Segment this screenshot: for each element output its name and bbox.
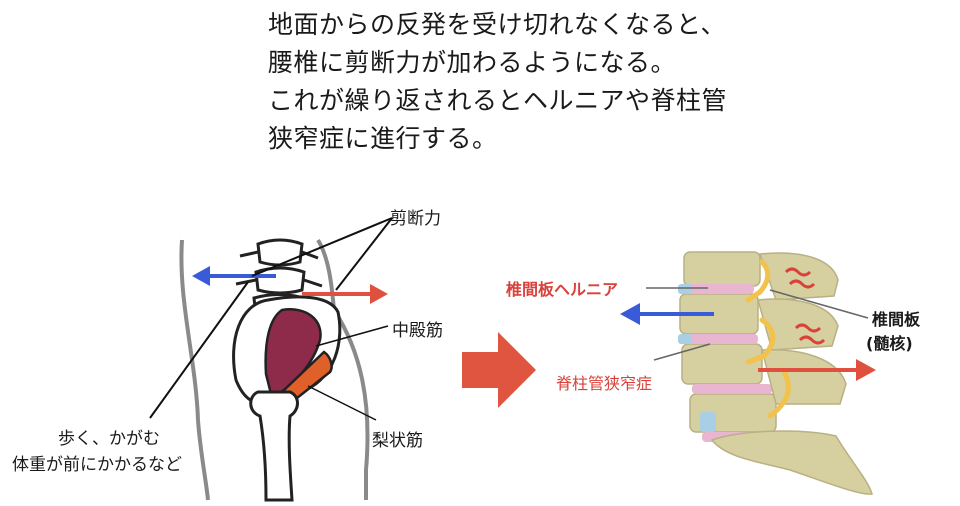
disc — [682, 334, 758, 344]
disc-hernia-label: 椎間板ヘルニア — [506, 280, 619, 299]
progression-arrow-icon — [462, 332, 536, 408]
sacrum — [710, 430, 873, 495]
nerve-root — [767, 369, 791, 419]
spine-illustration — [620, 251, 876, 495]
disc — [692, 384, 772, 394]
piriformis-muscle — [280, 350, 333, 404]
shear-arrow-left-icon — [620, 303, 714, 325]
shear-arrow-left-icon — [192, 266, 276, 286]
piriformis-label: 梨状筋 — [372, 431, 423, 451]
disc — [682, 284, 754, 294]
spinal-stenosis-label: 脊柱管狭窄症 — [556, 374, 653, 393]
cause-label-line2: 体重が前にかかるなど — [12, 455, 182, 475]
nerve-root — [745, 259, 771, 303]
caption-line-2: 腰椎に剪断力が加わるようになる。 — [268, 48, 677, 77]
femur-bone — [249, 390, 299, 502]
cause-label-line1: 歩く、かがむ — [58, 429, 160, 449]
shear-arrow-right-icon — [302, 284, 388, 304]
nucleus-pulposus-label: (髄核) — [866, 334, 913, 353]
compression-arrow-icon — [758, 359, 876, 381]
nerve-root — [745, 317, 776, 365]
intervertebral-disc-label: 椎間板 — [872, 310, 921, 329]
caption-line-1: 地面からの反発を受け切れなくなると、 — [268, 10, 727, 39]
pelvis-illustration — [149, 217, 393, 502]
caption-line-4: 狭窄症に進行する。 — [268, 124, 498, 153]
caption-line-3: これが繰り返されるとヘルニアや脊柱管 — [268, 86, 728, 115]
gluteus-medius-label: 中殿筋 — [392, 321, 443, 341]
caption: 地面からの反発を受け切れなくなると、 腰椎に剪断力が加わるようになる。 これが繰… — [268, 6, 828, 158]
shear-force-label: 剪断力 — [390, 209, 441, 229]
